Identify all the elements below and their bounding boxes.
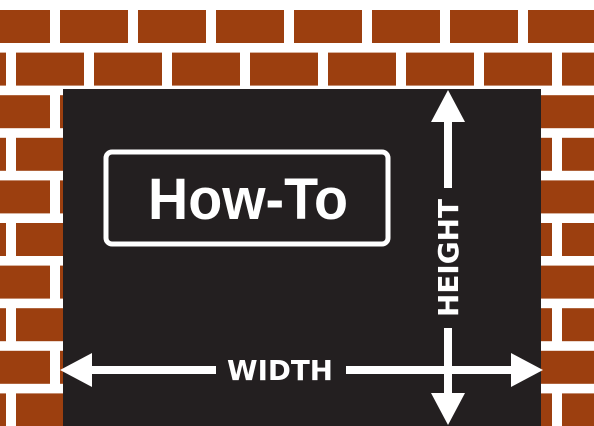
brick — [216, 10, 284, 43]
brick — [0, 10, 50, 43]
brick — [138, 10, 206, 43]
badge-frame — [103, 149, 391, 247]
brick — [562, 393, 594, 426]
width-label: WIDTH — [227, 354, 333, 387]
brick — [562, 223, 594, 256]
brick — [372, 10, 440, 43]
brick — [60, 10, 128, 43]
height-arrow-bottom-head — [431, 393, 465, 425]
brick — [16, 52, 84, 86]
brick — [0, 393, 6, 426]
width-arrow-left-head — [60, 353, 92, 387]
height-arrow-top-head — [431, 90, 465, 122]
brick — [0, 180, 50, 214]
brick — [450, 10, 518, 43]
brick — [0, 265, 50, 299]
height-dimension: HEIGHT — [431, 90, 465, 425]
height-label: HEIGHT — [432, 199, 465, 317]
brick — [0, 52, 6, 86]
brick — [172, 52, 240, 86]
brick — [0, 308, 6, 342]
brick — [562, 52, 594, 86]
brick — [406, 52, 474, 86]
brick — [294, 10, 362, 43]
brick — [528, 10, 594, 43]
width-dimension: WIDTH — [60, 353, 543, 387]
brick — [0, 95, 50, 129]
brick — [562, 137, 594, 171]
width-arrow-right-head — [511, 353, 543, 387]
brick — [0, 137, 6, 171]
how-to-badge: How-To — [103, 149, 391, 247]
brick — [328, 52, 396, 86]
brick — [0, 350, 50, 384]
brick — [484, 52, 552, 86]
badge-title: How-To — [148, 167, 348, 232]
brick — [250, 52, 318, 86]
brick — [94, 52, 162, 86]
brick — [0, 223, 6, 256]
brick — [562, 308, 594, 342]
